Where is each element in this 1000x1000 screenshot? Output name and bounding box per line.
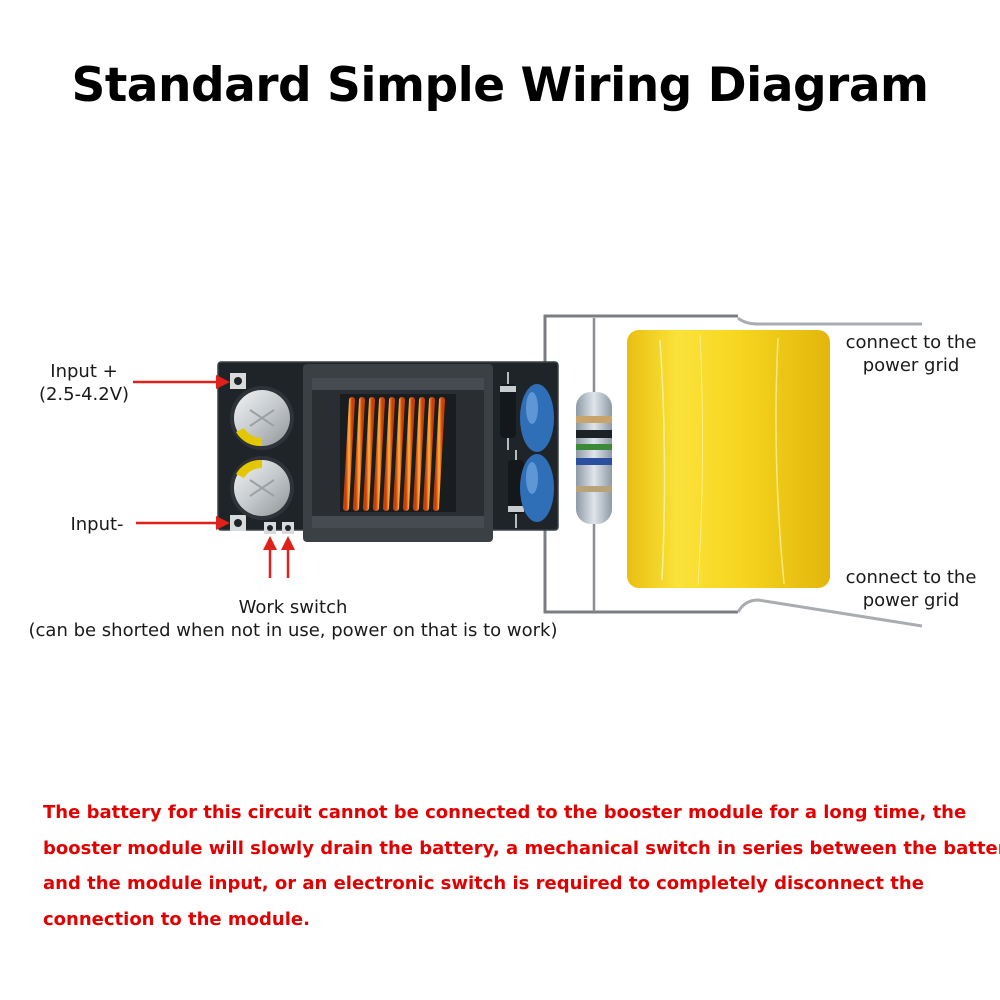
output-wires [543,314,738,614]
input-plus-label: Input + (2.5-4.2V) [38,361,130,405]
arrow-input-minus [136,516,230,530]
warning-line: connection to the module. [43,908,310,930]
warning-line: and the module input, or an electronic s… [43,873,924,894]
resistor [576,318,612,612]
electrolytic-capacitor [230,386,294,450]
warning-line: booster module will slowly drain the bat… [43,837,1000,859]
ceramic-capacitor [520,384,554,452]
input-minus-label: Input- [70,514,124,535]
booster-module [217,361,559,542]
grid-connection-bottom-label: connect to the power grid [845,567,977,611]
diode [508,450,524,528]
transformer [303,364,493,542]
work-switch-label: Work switch (can be shorted when not in … [28,597,558,641]
battery-warning: The battery for this circuit cannot be c… [43,795,1000,937]
input-minus-pad [230,515,246,531]
diagram-title: Standard Simple Wiring Diagram [71,58,929,113]
arrow-input-plus [133,375,230,389]
ceramic-capacitor [520,454,554,522]
electrolytic-capacitor [230,456,294,520]
film-capacitor [627,316,923,628]
diode [500,372,516,450]
input-plus-pad [230,373,246,389]
arrow-work-switch [263,536,295,578]
grid-connection-top-label: connect to the power grid [845,332,977,376]
warning-line: The battery for this circuit cannot be c… [43,802,967,823]
work-switch-pads [264,522,294,534]
